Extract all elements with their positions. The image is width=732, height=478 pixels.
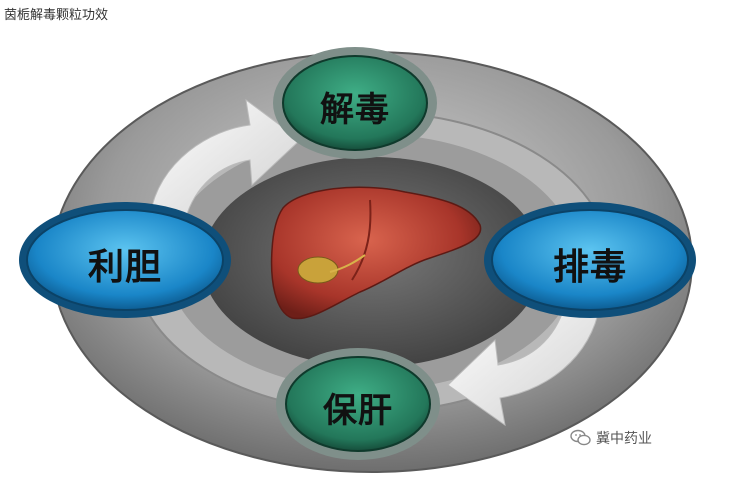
arrow-top-left [149,98,301,221]
wechat-icon [570,429,591,446]
node-label-bottom: 保肝 [323,391,393,431]
arrow-bottom-right [447,304,601,427]
node-bottom-liver-protect [276,348,440,460]
diagram-title: 茵栀解毒颗粒功效 [4,8,109,23]
node-label-left: 利胆 [87,246,162,288]
liver-illustration [270,186,482,320]
node-right-excrete [484,202,696,318]
node-label-top: 解毒 [320,90,390,130]
node-label-right: 排毒 [552,246,627,288]
watermark-text: 冀中药业 [596,431,652,447]
watermark: 冀中药业 [570,428,652,448]
node-left-gallbladder [19,202,231,318]
node-top-detox [273,47,437,159]
